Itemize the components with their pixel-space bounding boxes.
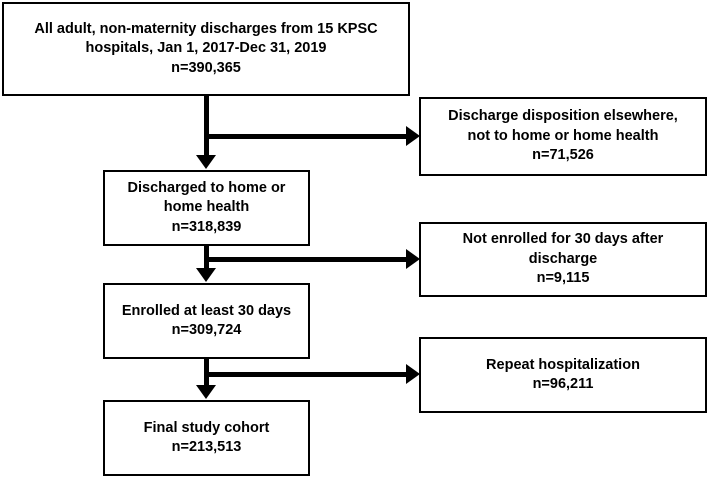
node-enrolled-30-days: Enrolled at least 30 days n=309,724 (103, 283, 310, 359)
node-excluded-discharge-disposition-count: n=71,526 (532, 147, 594, 164)
node-excluded-not-enrolled: Not enrolled for 30 days after discharge… (419, 222, 707, 297)
node-excluded-repeat-hospitalization: Repeat hospitalization n=96,211 (419, 337, 707, 413)
connector-horizontal-to-excluded-disposition (204, 134, 411, 139)
node-excluded-not-enrolled-line-1: Not enrolled for 30 days after (462, 231, 664, 248)
node-excluded-repeat-hospitalization-line-1: Repeat hospitalization (486, 356, 640, 373)
arrowhead-down-to-enrolled-30-days (196, 268, 216, 282)
node-final-study-cohort: Final study cohort n=213,513 (103, 400, 310, 476)
arrowhead-down-to-final-study-cohort (196, 385, 216, 399)
node-cohort-source-count: n=390,365 (171, 59, 241, 76)
node-discharged-home-line-1: Discharged to home or (127, 179, 286, 196)
node-excluded-discharge-disposition: Discharge disposition elsewhere, not to … (419, 97, 707, 176)
connector-vertical-source-to-discharged-home (204, 96, 209, 158)
node-cohort-source: All adult, non-maternity discharges from… (2, 2, 410, 96)
node-discharged-home-count: n=318,839 (171, 218, 242, 235)
node-enrolled-30-days-line-1: Enrolled at least 30 days (121, 302, 292, 319)
node-enrolled-30-days-count: n=309,724 (171, 322, 242, 338)
arrowhead-right-to-excluded-repeat-hospitalization (406, 364, 420, 384)
node-discharged-home-line-2: home health (163, 199, 250, 216)
node-excluded-discharge-disposition-line-2: not to home or home health (467, 127, 659, 144)
connector-horizontal-to-excluded-not-enrolled (204, 257, 411, 262)
node-final-study-cohort-line-1: Final study cohort (143, 419, 270, 436)
arrowhead-down-to-discharged-home (196, 155, 216, 169)
node-excluded-repeat-hospitalization-count: n=96,211 (532, 376, 594, 392)
node-discharged-home: Discharged to home or home health n=318,… (103, 170, 310, 246)
arrowhead-right-to-excluded-not-enrolled (406, 249, 420, 269)
node-cohort-source-line-2: hospitals, Jan 1, 2017-Dec 31, 2019 (85, 40, 327, 57)
node-excluded-not-enrolled-count: n=9,115 (536, 270, 590, 287)
arrowhead-right-to-excluded-disposition (406, 126, 420, 146)
node-excluded-discharge-disposition-line-1: Discharge disposition elsewhere, (448, 108, 678, 125)
node-final-study-cohort-count: n=213,513 (171, 439, 242, 455)
connector-horizontal-to-excluded-repeat-hospitalization (204, 372, 411, 377)
node-cohort-source-line-1: All adult, non-maternity discharges from… (34, 20, 378, 37)
node-excluded-not-enrolled-line-2: discharge (528, 250, 598, 267)
